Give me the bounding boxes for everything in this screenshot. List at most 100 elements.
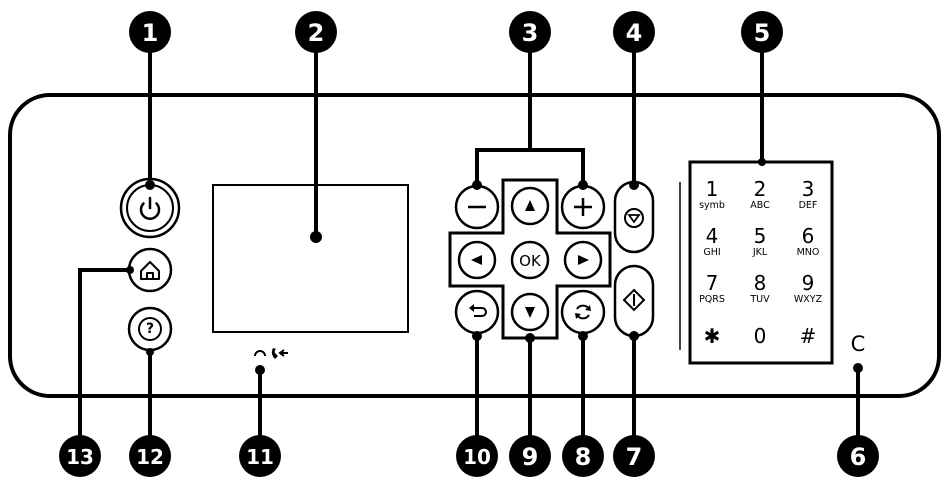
- fax-status-icon: [254, 348, 288, 359]
- svg-text:2: 2: [308, 19, 325, 47]
- back-button[interactable]: [454, 289, 500, 335]
- keypad-digit: 5: [754, 224, 767, 248]
- keypad-key-11[interactable]: 0: [754, 324, 767, 348]
- down-arrow-button[interactable]: [510, 292, 550, 332]
- left-arrow-button[interactable]: [457, 240, 497, 280]
- keypad-digit: 7: [706, 271, 719, 295]
- clear-key[interactable]: C: [851, 332, 866, 356]
- panel-outline: [8, 93, 941, 398]
- down-arrow-icon: [525, 307, 535, 318]
- keypad-letters: WXYZ: [794, 294, 823, 305]
- svg-text:10: 10: [463, 445, 491, 469]
- svg-text:8: 8: [575, 443, 592, 471]
- home-button[interactable]: [127, 247, 173, 293]
- leader-7-dot: [629, 331, 639, 341]
- minus-button[interactable]: [454, 184, 500, 230]
- start-icon: [622, 288, 646, 312]
- callout-10: 10: [456, 435, 498, 477]
- svg-text:?: ?: [146, 321, 154, 337]
- svg-text:13: 13: [66, 445, 94, 469]
- keypad-digit: 0: [754, 324, 767, 348]
- dpad-frame: [448, 178, 612, 340]
- svg-text:12: 12: [136, 445, 164, 469]
- right-arrow-button[interactable]: [563, 240, 603, 280]
- keypad-digit: 6: [802, 224, 815, 248]
- help-button[interactable]: ?: [127, 306, 173, 352]
- keypad-letters: DEF: [799, 200, 818, 211]
- keypad-letters: TUV: [749, 294, 770, 305]
- leader-8-dot: [578, 331, 588, 341]
- callout-5: 5: [741, 11, 783, 53]
- reset-button[interactable]: [560, 289, 606, 335]
- callout-11: 11: [239, 435, 281, 477]
- leader-13: [78, 268, 130, 438]
- callout-9: 9: [509, 435, 551, 477]
- reset-icon: [575, 304, 591, 320]
- leader-3a-dot: [472, 180, 482, 190]
- left-arrow-icon: [471, 255, 482, 265]
- keypad-digit: 9: [802, 271, 815, 295]
- stop-button[interactable]: [613, 180, 655, 254]
- power-icon: [139, 196, 161, 220]
- stop-icon: [624, 208, 644, 228]
- keypad-digit: 2: [754, 177, 767, 201]
- svg-text:3: 3: [522, 19, 539, 47]
- svg-text:11: 11: [246, 445, 274, 469]
- help-icon: [138, 317, 162, 341]
- start-button[interactable]: [613, 264, 655, 338]
- leader-13-dot: [126, 266, 134, 274]
- up-arrow-button[interactable]: [510, 186, 550, 226]
- leader-3b-dot: [578, 180, 588, 190]
- keypad-digit: 8: [754, 271, 767, 295]
- svg-text:7: 7: [626, 443, 643, 471]
- keypad-key-10[interactable]: ✱: [704, 324, 721, 348]
- svg-text:4: 4: [626, 19, 643, 47]
- keypad-letters: MNO: [797, 247, 820, 258]
- callout-3: 3: [509, 11, 551, 53]
- keypad-letters: ABC: [750, 200, 770, 211]
- svg-text:9: 9: [522, 443, 539, 471]
- leader-12-dot: [146, 348, 154, 356]
- leader-6-dot: [853, 363, 863, 373]
- leader-10-dot: [472, 331, 482, 341]
- leader-9-dot: [525, 333, 535, 343]
- keypad-digit: 4: [706, 224, 719, 248]
- callout-2: 2: [295, 11, 337, 53]
- keypad-key-12[interactable]: #: [800, 324, 817, 348]
- callout-7: 7: [613, 435, 655, 477]
- leader-11-dot: [255, 365, 265, 375]
- leader-5-dot: [758, 158, 766, 166]
- keypad-digit: 3: [802, 177, 815, 201]
- plus-button[interactable]: [560, 184, 606, 230]
- keypad-letters: JKL: [752, 247, 768, 258]
- leader-2-dot: [310, 231, 322, 243]
- ok-label: OK: [519, 252, 542, 270]
- keypad-letters: PQRS: [699, 294, 725, 305]
- leader-4-dot: [629, 180, 639, 190]
- ok-button[interactable]: OK: [510, 240, 550, 280]
- callout-6: 6: [837, 435, 879, 477]
- svg-text:6: 6: [850, 443, 867, 471]
- svg-text:1: 1: [142, 19, 159, 47]
- leader-lines: [78, 52, 860, 438]
- callout-13: 13: [59, 435, 101, 477]
- svg-text:5: 5: [754, 19, 771, 47]
- home-icon: [140, 261, 160, 280]
- keypad-digit: ✱: [704, 324, 721, 348]
- callout-1: 1: [129, 11, 171, 53]
- callout-12: 12: [129, 435, 171, 477]
- right-arrow-icon: [578, 255, 589, 265]
- power-button[interactable]: [119, 177, 181, 239]
